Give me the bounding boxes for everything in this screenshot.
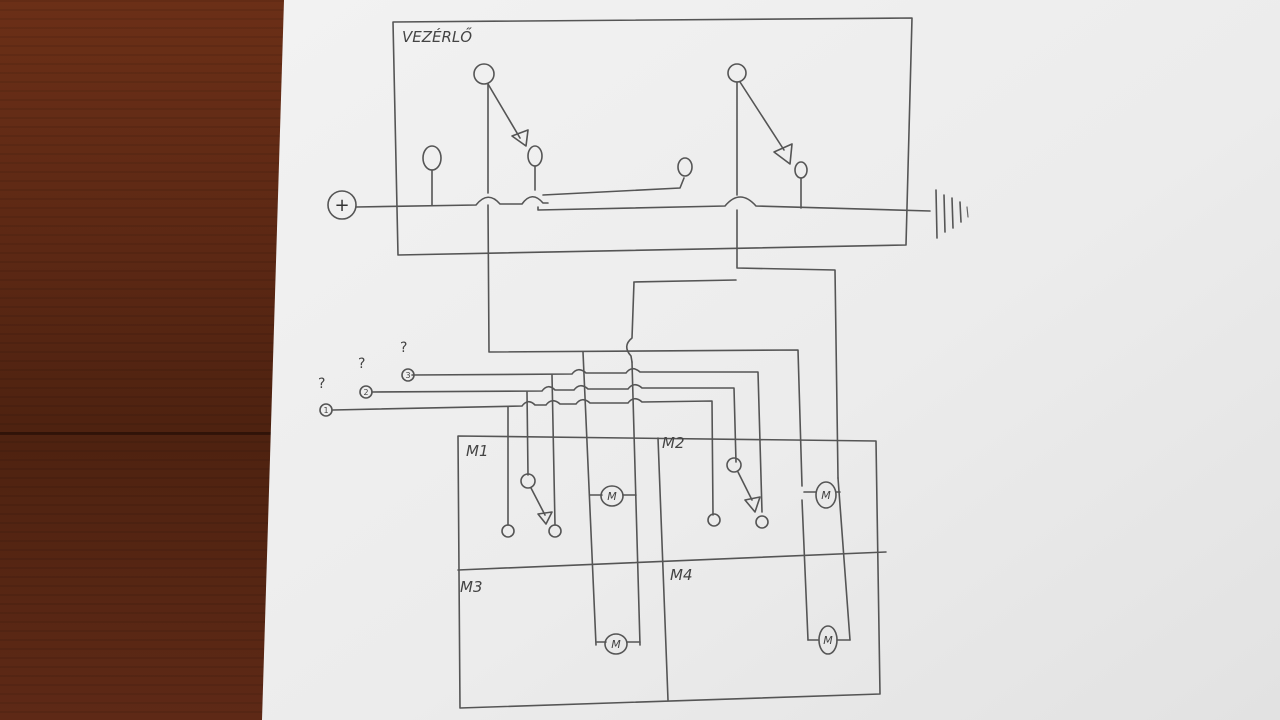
table-seam xyxy=(0,432,280,435)
motor-grid-outline xyxy=(457,435,881,709)
m3-label: M3 xyxy=(460,578,483,596)
m2-motor-icon: M xyxy=(803,481,841,509)
m4-motor-letter: M xyxy=(823,634,833,647)
motor-boxes: M1 M2 M3 M4 M M xyxy=(457,434,887,709)
contact-left-icon xyxy=(422,145,442,206)
signal-line-three xyxy=(411,367,763,513)
wire-top-link xyxy=(633,279,737,283)
m2-label: M2 xyxy=(662,434,685,452)
wire-m3-left xyxy=(582,351,597,646)
terminal-2-question: ? xyxy=(358,356,365,372)
motor-grid-horizontal xyxy=(457,551,887,571)
terminal-1: ? 1 xyxy=(318,376,333,417)
plus-supply-label: + xyxy=(334,195,349,216)
motor-grid-vertical xyxy=(657,437,669,701)
main-bus-wire xyxy=(355,195,549,208)
controller-box: VEZÉRLŐ + xyxy=(327,17,969,256)
m3-motor-icon: M xyxy=(596,633,641,655)
m1-motor-icon: M xyxy=(589,485,637,507)
terminal-1-question: ? xyxy=(318,376,325,392)
wire-m1-c xyxy=(551,374,556,526)
right-bus-wire xyxy=(537,196,931,212)
controller-outline xyxy=(392,17,913,256)
wire-motor-down xyxy=(801,499,809,641)
wire-right-down xyxy=(837,477,851,641)
m2-switch-icon xyxy=(707,457,769,529)
terminal-3-number: 3 xyxy=(405,371,410,380)
switch-two-icon xyxy=(727,63,808,209)
m4-motor-icon: M xyxy=(807,625,851,655)
terminal-3-question: ? xyxy=(400,340,407,356)
terminal-3: ? 3 xyxy=(400,340,415,382)
terminal-2: ? 2 xyxy=(358,356,373,399)
bus-branch-wire xyxy=(542,177,685,196)
contact-mid-icon xyxy=(677,157,693,177)
terminal-1-number: 1 xyxy=(323,406,328,415)
wire-jump-loop xyxy=(625,281,635,363)
switch-one-icon xyxy=(473,63,543,194)
plus-supply-terminal xyxy=(327,190,357,220)
wire-m1-b xyxy=(526,391,529,476)
terminal-2-number: 2 xyxy=(363,388,368,397)
wire-m3-right xyxy=(631,361,641,646)
m3-motor-letter: M xyxy=(611,638,621,651)
m2-motor-letter: M xyxy=(821,489,831,502)
interconnect-wiring xyxy=(332,204,851,646)
m1-switch-icon xyxy=(501,473,562,538)
signal-line-two xyxy=(371,383,737,463)
wire-left-drop xyxy=(487,204,803,487)
wire-right-drop xyxy=(736,209,839,479)
m4-label: M4 xyxy=(670,566,693,584)
m1-motor-letter: M xyxy=(607,490,617,503)
ground-icon xyxy=(935,189,969,239)
paper-surface xyxy=(262,0,1280,720)
controller-label: VEZÉRLŐ xyxy=(402,26,472,46)
m1-label: M1 xyxy=(466,442,489,460)
